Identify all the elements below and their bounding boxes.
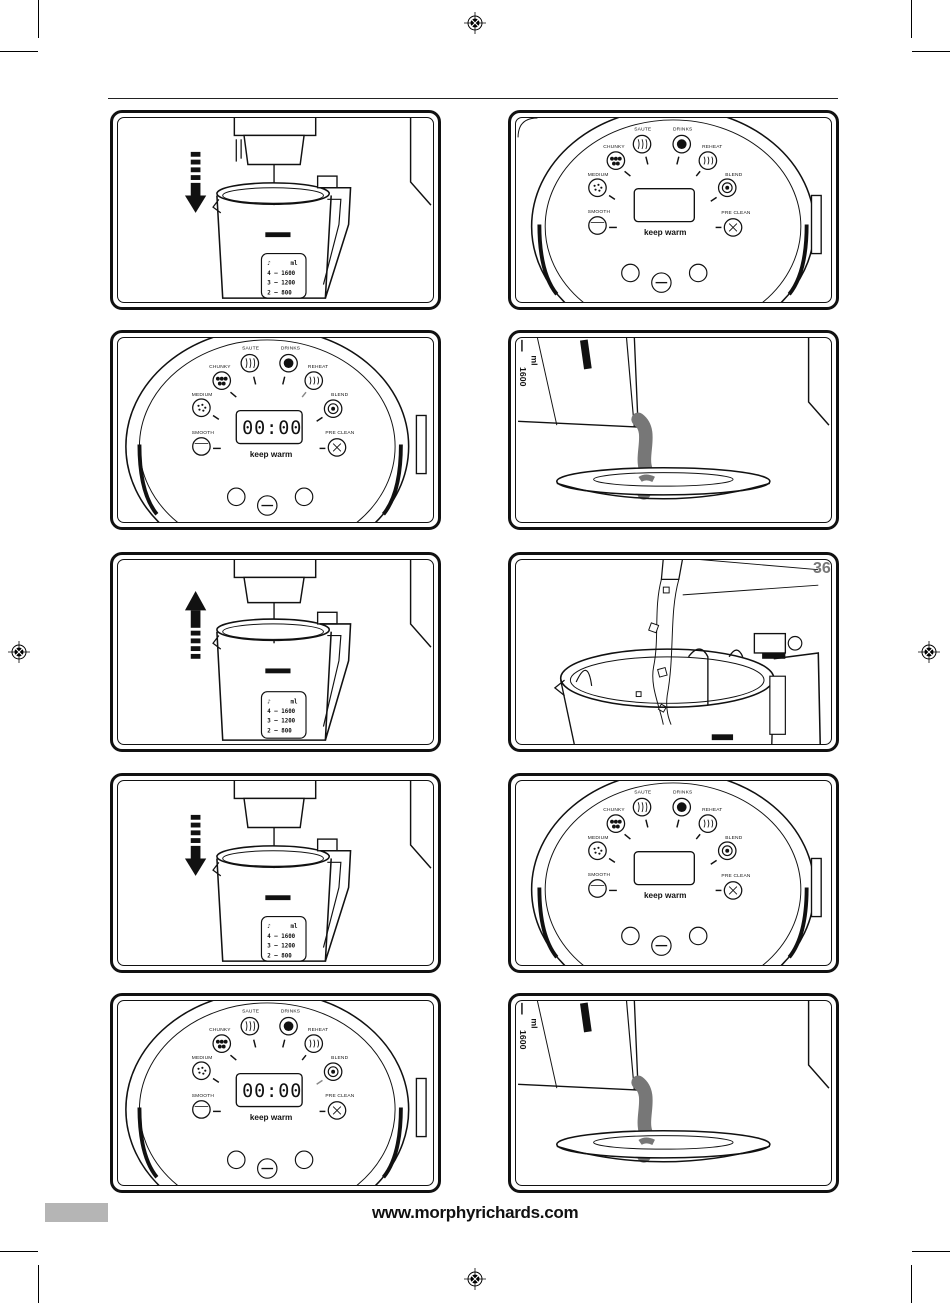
jug-scale-row: 4 — 1600 (267, 709, 295, 715)
blade-lower-illustration: ♪ ml 4 — 1600 3 — 1200 2 — 800 (184, 118, 432, 299)
keep-warm-label: keep warm (250, 450, 293, 459)
label-chunky: CHUNKY (603, 807, 625, 813)
registration-mark-top-icon (464, 12, 486, 34)
label-medium: MEDIUM (192, 1055, 213, 1061)
crop-mark-tl-v (38, 0, 39, 38)
keep-warm-label: keep warm (644, 228, 687, 237)
pour-bowl-illustration: ml 1600 (518, 338, 830, 500)
control-panel-illustration: SAUTE DRINKS CHUNKY REHEAT MEDIUM BLEND (125, 1001, 427, 1185)
crop-mark-bl-h (0, 1251, 38, 1252)
panel-control-4: SAUTE DRINKS CHUNKY REHEAT MEDIUM BLEND (110, 993, 441, 1193)
crop-mark-br-h (912, 1251, 950, 1252)
label-smooth: SMOOTH (192, 1093, 215, 1099)
control-panel-illustration: SAUTE DRINKS CHUNKY REHEAT MEDIUM BLEND (125, 338, 427, 522)
pour-scale-ml: ml (530, 355, 540, 365)
keep-warm-label: keep warm (250, 1113, 293, 1122)
pour-scale-value: 1600 (518, 1030, 528, 1050)
label-medium: MEDIUM (588, 835, 609, 841)
page-number: 36 (813, 560, 831, 577)
label-reheat: REHEAT (702, 807, 722, 813)
blade-lower-illustration: ♪ ml 4 — 1600 3 — 1200 2 — 800 (184, 781, 432, 962)
label-pre-clean: PRE CLEAN (325, 430, 354, 436)
label-saute: SAUTE (242, 1009, 260, 1015)
panel-control-3: SAUTE DRINKS CHUNKY REHEAT MEDIUM BLEND (508, 773, 839, 973)
label-medium: MEDIUM (588, 172, 609, 178)
label-reheat: REHEAT (702, 144, 722, 150)
jug-scale-row: 2 — 800 (267, 728, 292, 734)
label-pre-clean: PRE CLEAN (721, 210, 750, 216)
label-pre-clean: PRE CLEAN (721, 873, 750, 879)
label-saute: SAUTE (634, 790, 652, 796)
crop-mark-br-v (911, 1265, 912, 1303)
pour-scale-ml: ml (530, 1018, 540, 1028)
jug-scale-header-ml: ml (291, 924, 298, 930)
jug-scale-header-cups: ♪ (267, 260, 271, 267)
pour-scale-value: 1600 (518, 367, 528, 387)
jug-scale-row: 2 — 800 (267, 290, 292, 296)
keep-warm-label: keep warm (644, 891, 687, 900)
panel-pour-bowl-2: ml 1600 (508, 993, 839, 1193)
display-time: 00:00 (242, 418, 302, 439)
label-smooth: SMOOTH (588, 209, 611, 215)
jug-scale-header-cups: ♪ (267, 923, 271, 930)
jug-scale-header-ml: ml (291, 699, 298, 705)
registration-mark-right-icon (918, 641, 940, 663)
registration-mark-left-icon (8, 641, 30, 663)
control-panel-illustration: SAUTE DRINKS CHUNKY REHEAT MEDIUM BLEND (530, 781, 822, 965)
crop-mark-tr-v (911, 0, 912, 38)
fill-jug-illustration (553, 560, 821, 744)
label-drinks: DRINKS (673, 127, 692, 133)
crop-mark-bl-v (38, 1265, 39, 1303)
panel-pour-bowl-1: ml 1600 (508, 330, 839, 530)
label-saute: SAUTE (634, 127, 652, 133)
panel-blade-raise: ♪ ml 4 — 1600 3 — 1200 2 — 800 (110, 552, 441, 752)
label-blend: BLEND (725, 172, 742, 178)
label-saute: SAUTE (242, 346, 260, 352)
control-panel-illustration: SAUTE DRINKS CHUNKY REHEAT MEDIUM BLEND (517, 118, 822, 302)
display-time: 00:00 (242, 1081, 302, 1102)
page-tab-marker (45, 1203, 108, 1222)
label-pre-clean: PRE CLEAN (325, 1093, 354, 1099)
label-drinks: DRINKS (281, 1009, 300, 1015)
label-drinks: DRINKS (673, 790, 692, 796)
label-reheat: REHEAT (308, 364, 328, 370)
jug-scale-row: 3 — 1200 (267, 281, 295, 287)
pour-bowl-illustration: ml 1600 (518, 1001, 830, 1163)
label-chunky: CHUNKY (209, 364, 231, 370)
label-smooth: SMOOTH (588, 872, 611, 878)
jug-scale-header-cups: ♪ (267, 698, 271, 705)
website-link[interactable]: www.morphyrichards.com (372, 1203, 579, 1222)
panel-control-1: SAUTE DRINKS CHUNKY REHEAT MEDIUM BLEND (508, 110, 839, 310)
panel-blade-lower-2: ♪ ml 4 — 1600 3 — 1200 2 — 800 (110, 773, 441, 973)
header-rule (108, 98, 838, 99)
panel-control-2: SAUTE DRINKS CHUNKY REHEAT MEDIUM BLEND (110, 330, 441, 530)
label-chunky: CHUNKY (603, 144, 625, 150)
jug-scale-row: 4 — 1600 (267, 934, 295, 940)
jug-scale-header-ml: ml (291, 261, 298, 267)
jug-scale-row: 3 — 1200 (267, 944, 295, 950)
label-medium: MEDIUM (192, 392, 213, 398)
panel-fill-jug (508, 552, 839, 752)
crop-mark-tl-h (0, 51, 38, 52)
label-blend: BLEND (725, 835, 742, 841)
label-blend: BLEND (331, 392, 348, 398)
panel-blade-lower-1: ♪ ml 4 — 1600 3 — 1200 2 — 800 (110, 110, 441, 310)
registration-mark-bottom-icon (464, 1268, 486, 1290)
label-drinks: DRINKS (281, 346, 300, 352)
blade-raise-illustration: ♪ ml 4 — 1600 3 — 1200 2 — 800 (184, 560, 432, 741)
label-chunky: CHUNKY (209, 1027, 231, 1033)
jug-scale-row: 4 — 1600 (267, 271, 295, 277)
jug-scale-row: 3 — 1200 (267, 719, 295, 725)
jug-scale-row: 2 — 800 (267, 953, 292, 959)
crop-mark-tr-h (912, 51, 950, 52)
label-blend: BLEND (331, 1055, 348, 1061)
label-smooth: SMOOTH (192, 430, 215, 436)
label-reheat: REHEAT (308, 1027, 328, 1033)
